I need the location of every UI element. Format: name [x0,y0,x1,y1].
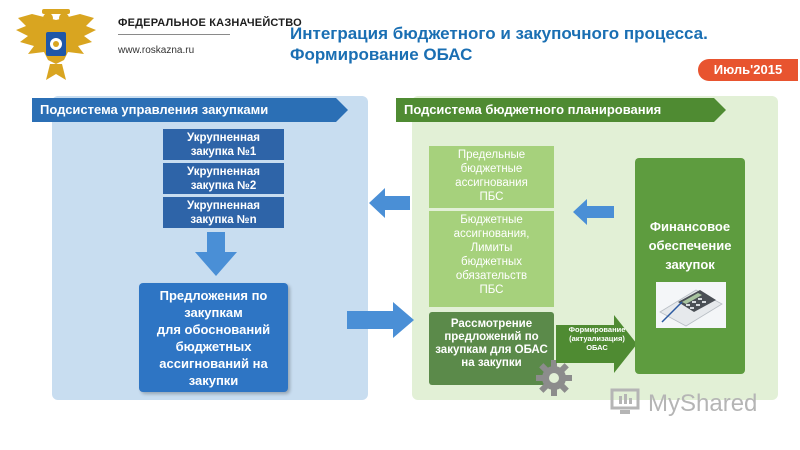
date-badge: Июль'2015 [698,59,798,81]
formation-line: (актуализация) [569,334,625,343]
assign-line: Лимиты [470,242,513,254]
limit-line: Предельные [457,149,526,161]
limit-line: бюджетные [460,163,523,175]
formation-arrow-icon [556,315,637,373]
finance-box [635,158,745,374]
title-line-1: Интеграция бюджетного и закупочного проц… [290,24,708,43]
purchase-box-n: Укрупненная закупка №n [163,197,284,228]
purchase-box-line: Укрупненная [186,132,261,144]
divider [118,34,230,35]
proposal-line: бюджетных [175,339,252,354]
right-arrow-icon [347,302,414,338]
assign-line: ПБС [479,284,504,296]
proposal-line: закупкам [184,305,243,320]
assign-line: ассигнования, [453,228,530,240]
org-url[interactable]: www.roskazna.ru [118,45,195,56]
procurement-panel-heading: Подсистема управления закупками [32,98,348,122]
review-line: закупкам для ОБАС [435,344,548,356]
review-line: Рассмотрение [450,318,533,330]
purchase-box-1: Укрупненная закупка №1 [163,129,284,160]
purchase-box-line: Укрупненная [186,166,261,178]
purchase-box-line: закупка №1 [190,146,257,158]
budget-planning-panel-heading: Подсистема бюджетного планирования [396,98,726,122]
proposal-line: закупки [188,373,239,388]
assign-line: Бюджетные [460,214,523,226]
limit-line: ассигнования [455,177,528,189]
review-line: на закупки [461,357,522,369]
proposal-box: Предложения по закупкам для обоснований … [139,283,288,392]
proposal-line: для обоснований [156,322,271,337]
purchase-box-line: закупка №2 [190,180,257,192]
finance-label: Финансовое обеспечение закупок [635,217,745,274]
finance-line: закупок [665,257,715,272]
purchase-box-2: Укрупненная закупка №2 [163,163,284,194]
assign-line: обязательств [455,270,528,282]
formation-line: Формирование [568,325,626,334]
left-arrow-small-icon [573,199,614,225]
page-title: Интеграция бюджетного и закупочного проц… [290,23,790,65]
formation-label: Формирование (актуализация) ОБАС [563,325,631,352]
assign-line: бюджетных [460,256,522,268]
emblem-icon [16,9,96,80]
limit-line: ПБС [479,191,504,203]
org-name: ФЕДЕРАЛЬНОЕ КАЗНАЧЕЙСТВО [118,17,302,29]
watermark-text: MyShared [648,390,758,417]
gear-icon [536,360,572,396]
budget-assignment-box: Бюджетные ассигнования, Лимиты бюджетных… [429,211,554,307]
proposal-line: ассигнований на [159,356,268,371]
review-line: предложений по [444,331,539,343]
purchase-box-line: Укрупненная [186,200,261,212]
title-line-2: Формирование ОБАС [290,45,473,64]
finance-line: Финансовое [649,219,731,234]
finance-line: обеспечение [648,238,732,253]
proposal-line: Предложения по [159,288,268,303]
down-arrow-icon [195,232,237,276]
review-box: Рассмотрение предложений по закупкам для… [429,312,554,385]
left-arrow-icon [369,188,410,218]
budget-limit-box: Предельные бюджетные ассигнования ПБС [429,146,554,208]
formation-line: ОБАС [586,343,608,352]
calculator-icon [656,282,726,328]
myshared-logo-icon [610,388,640,414]
purchase-box-line: закупка №n [190,214,257,226]
